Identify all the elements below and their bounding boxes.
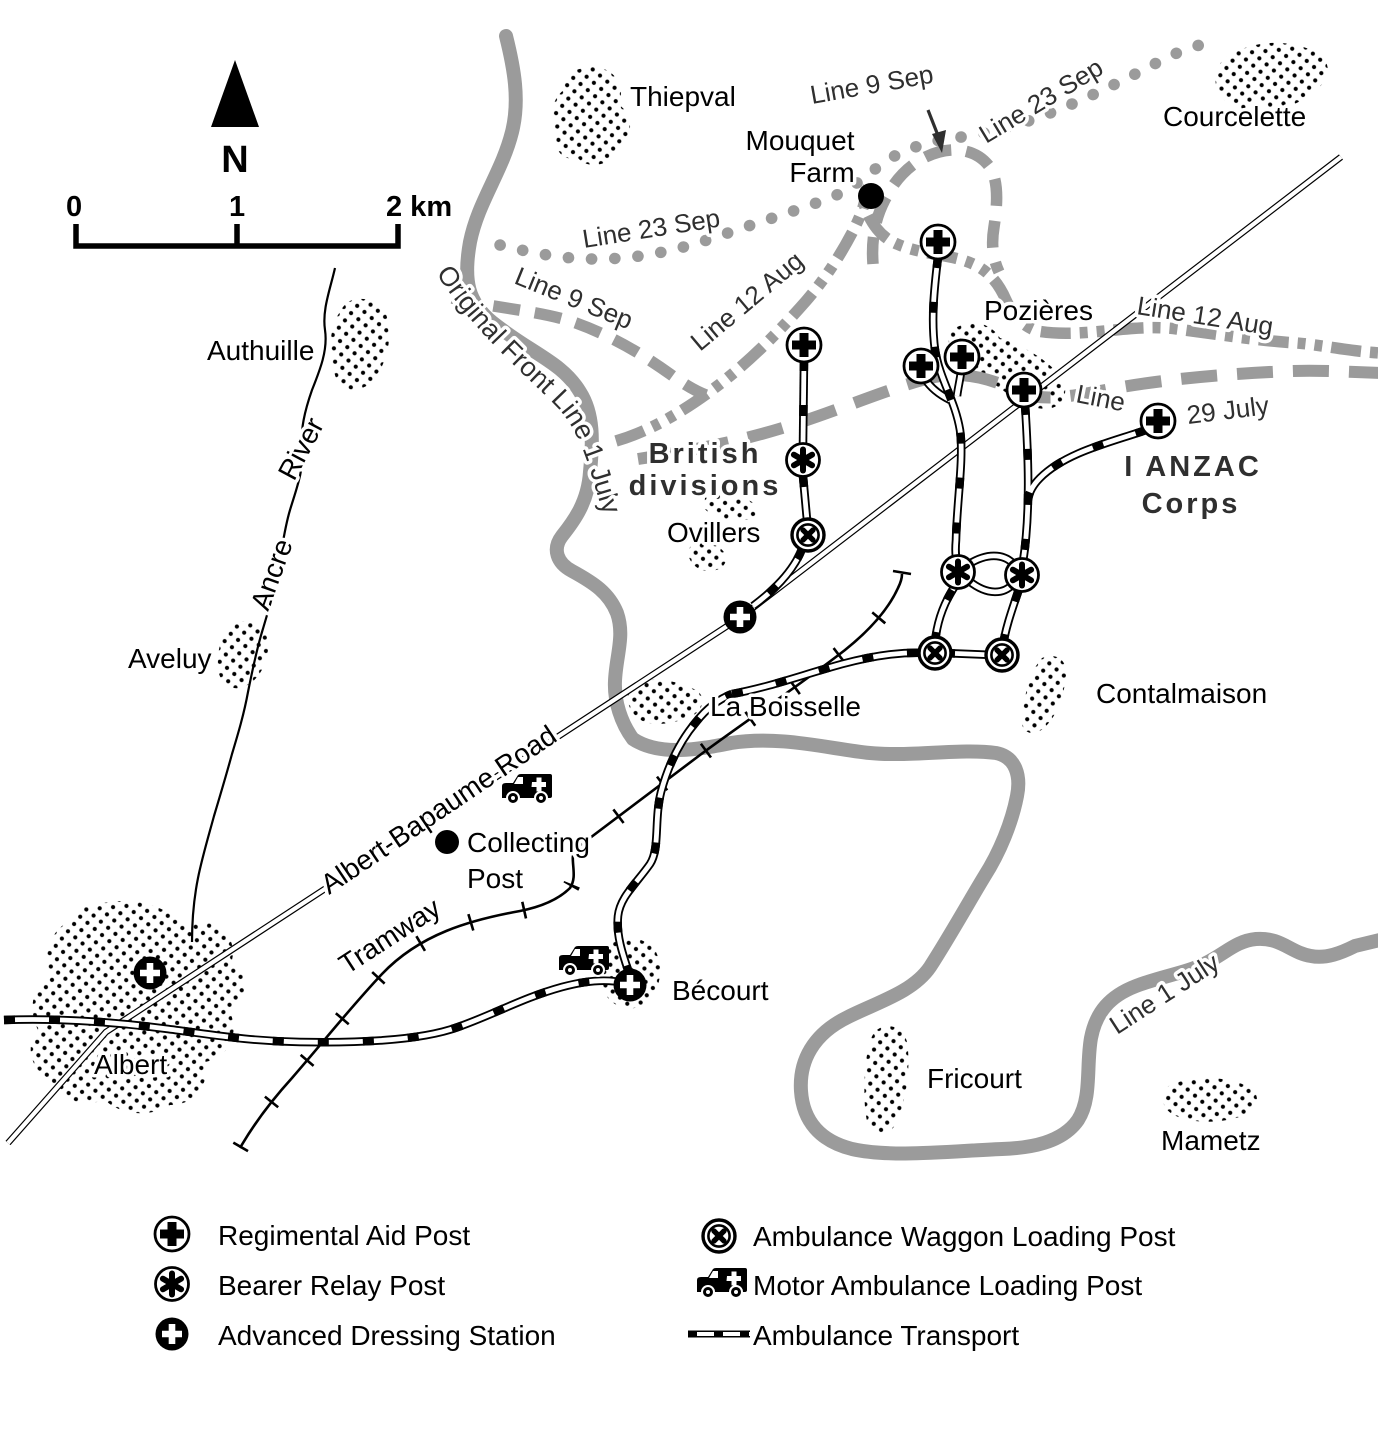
regimental-aid-post-icon	[1139, 402, 1177, 440]
line-9-sep-line	[866, 144, 1005, 275]
aveluy-area	[217, 621, 269, 689]
ambulance-waggon-loading-post-icon	[703, 1220, 735, 1252]
bearer-relay-post-icon	[942, 556, 975, 589]
label-albert-bapaume-road: Albert-Bapaume Road	[315, 719, 562, 900]
label-ovillers: Ovillers	[667, 517, 760, 548]
legend: Regimental Aid Post Bearer Relay Post Ad…	[153, 1215, 1176, 1351]
regimental-aid-post-icon	[785, 326, 823, 364]
scale-2km: 2 km	[386, 191, 452, 223]
label-line-23-sep-mid: Line 23 Sep	[580, 203, 722, 254]
label-la-boisselle: La Boisselle	[710, 691, 861, 722]
advanced-dressing-station-icon	[133, 956, 167, 990]
label-british-2: divisions	[629, 470, 782, 502]
legend-item: Bearer Relay Post	[156, 1268, 445, 1302]
motor-ambulance-loading-post-icon	[696, 1267, 748, 1299]
label-line-9-sep-west: Line 9 Sep	[511, 261, 638, 335]
legend-label: Ambulance Waggon Loading Post	[753, 1221, 1176, 1252]
bearer-relay-post-icon	[787, 444, 820, 477]
regimental-aid-post-icon	[919, 223, 957, 261]
original-front-line-1-july-line	[460, 29, 1378, 1161]
label-line-23-sep-ne: Line 23 Sep	[974, 52, 1108, 149]
label-river: River	[272, 413, 330, 485]
scale-bar-line	[73, 224, 401, 249]
label-anzac-2: Corps	[1142, 488, 1241, 520]
legend-item: Ambulance Transport	[688, 1320, 1019, 1351]
label-british-1: British	[649, 438, 762, 470]
label-collecting-1: Collecting	[467, 827, 590, 858]
line-9-sep-west-line	[450, 292, 709, 401]
ambulance-waggon-loading-post-icon	[919, 637, 951, 669]
collecting-post-dot	[435, 830, 459, 854]
label-courcelette: Courcelette	[1163, 101, 1306, 132]
bearer-relay-post-icon	[1006, 559, 1039, 592]
ambulance-waggon-loading-post-icon	[986, 639, 1018, 671]
legend-item: Motor Ambulance Loading Post	[696, 1267, 1142, 1301]
ovillers-area-2	[688, 543, 727, 572]
regimental-aid-post-icon	[943, 338, 981, 376]
label-fricourt: Fricourt	[927, 1063, 1022, 1094]
contalmaison-area	[1021, 656, 1067, 733]
label-contalmaison: Contalmaison	[1096, 678, 1267, 709]
thiepval-area	[552, 67, 631, 165]
legend-label: Advanced Dressing Station	[218, 1320, 556, 1351]
scale-bar: 0 1 2 km	[66, 191, 452, 249]
label-line-9-sep-top: Line 9 Sep	[808, 59, 936, 110]
label-anzac-1: I ANZAC	[1124, 451, 1262, 483]
legend-label: Ambulance Transport	[753, 1320, 1019, 1351]
north-arrow-icon	[211, 60, 259, 127]
legend-item: Ambulance Waggon Loading Post	[703, 1220, 1176, 1252]
label-pozieres: Pozières	[984, 295, 1093, 326]
label-ancre: Ancre	[245, 535, 299, 614]
village-areas	[30, 42, 1328, 1135]
line-9-sep-arrow	[926, 109, 946, 153]
north-arrow: N	[211, 60, 259, 181]
ambulance-waggon-loading-post-icon	[792, 519, 824, 551]
legend-item: Regimental Aid Post	[153, 1215, 470, 1253]
courcelette-area	[1215, 42, 1328, 113]
fricourt-area	[864, 1026, 909, 1135]
legend-item: Advanced Dressing Station	[155, 1317, 556, 1351]
ancre-river-line	[190, 267, 337, 943]
scale-0: 0	[66, 191, 82, 223]
mametz-area	[1162, 1078, 1257, 1122]
label-becourt: Bécourt	[672, 975, 769, 1006]
label-line-29-july-b: 29 July	[1185, 390, 1270, 430]
label-mouquet-1: Mouquet	[746, 125, 855, 156]
front-lines	[450, 29, 1378, 1161]
legend-label: Motor Ambulance Loading Post	[753, 1270, 1142, 1301]
label-aveluy: Aveluy	[128, 643, 212, 674]
authuille-area	[330, 298, 389, 390]
medical-post-markers	[133, 183, 1177, 1002]
label-authuille: Authuille	[207, 335, 314, 366]
advanced-dressing-station-icon	[155, 1317, 189, 1351]
label-collecting-2: Post	[467, 863, 523, 894]
la-boisselle-area	[627, 679, 703, 724]
advanced-dressing-station-icon	[723, 600, 757, 634]
advanced-dressing-station-icon	[613, 968, 647, 1002]
label-line-29-july-a: Line	[1074, 378, 1128, 417]
regimental-aid-post-icon	[153, 1215, 191, 1253]
legend-label: Regimental Aid Post	[218, 1220, 470, 1251]
legend-label: Bearer Relay Post	[218, 1270, 445, 1301]
north-label: N	[221, 139, 248, 181]
label-thiepval: Thiepval	[630, 81, 736, 112]
regimental-aid-post-icon	[902, 347, 940, 385]
ovillers-area	[704, 494, 757, 521]
label-mametz: Mametz	[1161, 1125, 1261, 1156]
scale-1: 1	[229, 191, 245, 223]
regimental-aid-post-icon	[1005, 371, 1043, 409]
label-mouquet-2: Farm	[789, 157, 854, 188]
bearer-relay-post-icon	[156, 1268, 189, 1301]
motor-ambulance-loading-post-icon	[558, 945, 610, 977]
label-albert: Albert	[94, 1049, 167, 1080]
line-23-sep-line	[494, 36, 1219, 265]
mouquet-farm-dot	[858, 183, 884, 209]
